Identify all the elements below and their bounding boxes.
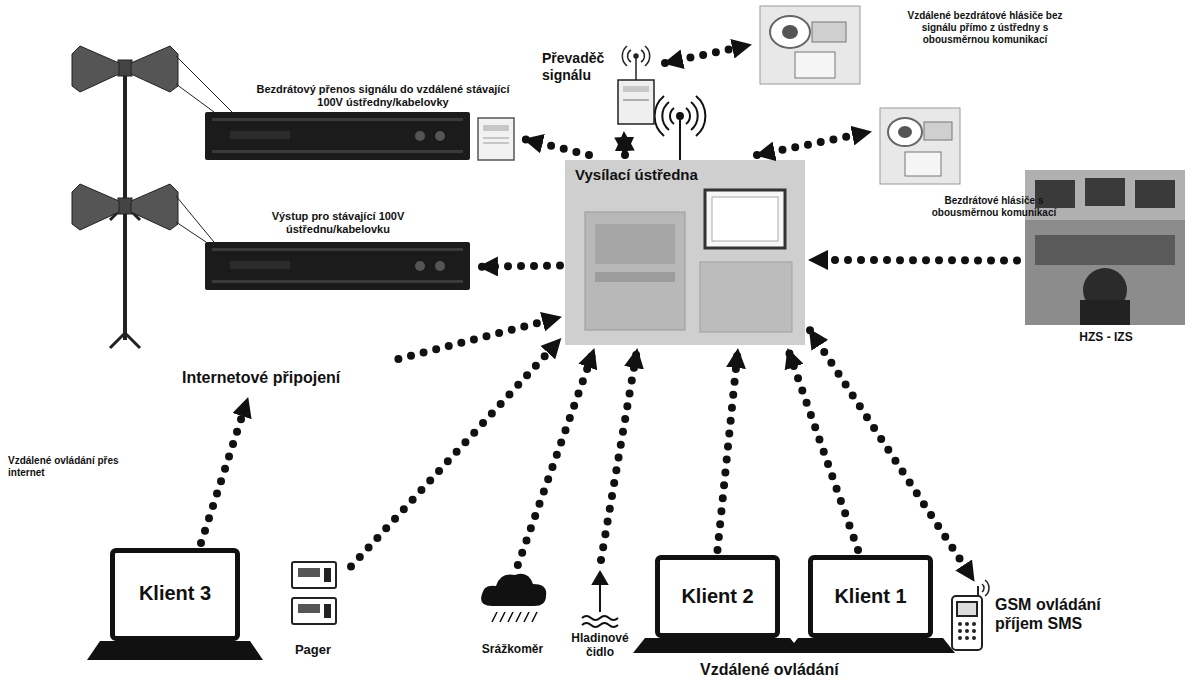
antenna-symbol xyxy=(655,96,706,160)
node-text-box: Převaděč signálu xyxy=(542,50,616,84)
rain-cloud-icon xyxy=(481,574,546,622)
node-label: Srážkoměr xyxy=(470,642,555,656)
pager: Pager xyxy=(282,556,346,662)
client-laptop: Klient 1 xyxy=(808,555,933,638)
dotted-arrow xyxy=(624,133,625,155)
node-text-box: Vysílací ústředna xyxy=(575,166,735,184)
client-laptop: Klient 3 xyxy=(110,548,240,641)
client-laptop: Klient 2 xyxy=(655,555,780,638)
dotted-arrow xyxy=(518,350,594,565)
node-label: Výstup pro stávající 100V ústřednu/kabel… xyxy=(238,210,438,236)
node-text-box: Hladinové čidlo xyxy=(565,631,635,660)
pager-icon xyxy=(292,562,336,624)
rain-gauge: Srážkoměr xyxy=(470,570,557,665)
node-text-box: Pager xyxy=(282,642,344,658)
node-label: Převaděč signálu xyxy=(542,50,616,84)
fire-rescue-service: HZS - IZS xyxy=(1022,168,1190,353)
node-text-box: Klient 3 xyxy=(119,581,231,605)
node-text-box: Bezdrátové hlásiče s obousměrnou komunik… xyxy=(923,195,1065,219)
central-unit-photo xyxy=(565,160,805,345)
node-text-box: Bezdrátový přenos signálu do vzdálené st… xyxy=(248,83,518,109)
note-label: Vzdálené ovládání přes internet xyxy=(8,455,153,479)
node-label: Bezdrátový přenos signálu do vzdálené st… xyxy=(248,83,518,109)
node-text-box: Srážkoměr xyxy=(470,642,555,656)
node-text-box: Klient 2 xyxy=(664,584,771,608)
node-label: Vzdálené bezdrátové hlásiče bez signálu … xyxy=(890,10,1080,46)
dotted-arrow xyxy=(480,265,560,266)
wireless-module xyxy=(478,118,514,160)
node-text-box: Vzdálené bezdrátové hlásiče bez signálu … xyxy=(890,10,1080,46)
siren-photo xyxy=(880,108,960,184)
node-text-box: Výstup pro stávající 100V ústřednu/kabel… xyxy=(238,210,438,236)
node-label: GSM ovládání příjem SMS xyxy=(995,595,1131,633)
node-label: HZS - IZS xyxy=(1026,330,1186,344)
dotted-arrow xyxy=(601,350,637,560)
water-level-icon xyxy=(582,572,618,627)
internet-connection: Internetové připojení xyxy=(178,364,410,394)
node-label: Bezdrátové hlásiče s obousměrnou komunik… xyxy=(923,195,1065,219)
dotted-arrow xyxy=(665,45,750,63)
dotted-arrow xyxy=(201,399,248,543)
loudspeaker-pole xyxy=(72,184,214,348)
node-text-box: HZS - IZS xyxy=(1026,330,1186,344)
wireless-link-amplifier: Bezdrátový přenos signálu do vzdálené st… xyxy=(200,82,520,164)
repeater: Převaděč signálu xyxy=(540,28,660,128)
dotted-arrow xyxy=(810,330,974,580)
rack-amplifier xyxy=(205,242,470,290)
phone-icon xyxy=(952,580,989,650)
control-room-photo xyxy=(1025,170,1185,325)
node-label: Klient 2 xyxy=(664,584,771,608)
water-level-sensor: Hladinové čidlo xyxy=(565,565,637,670)
node-label: Pager xyxy=(282,642,344,658)
node-label: Klient 1 xyxy=(817,584,924,608)
dotted-arrow xyxy=(757,132,870,155)
dotted-arrow xyxy=(718,350,738,550)
node-label: Internetové připojení xyxy=(182,368,408,387)
output-amplifier: Výstup pro stávající 100V ústřednu/kabel… xyxy=(200,208,475,292)
node-text-box: Internetové připojení xyxy=(182,368,408,387)
dotted-arrow xyxy=(351,339,560,566)
dotted-arrow xyxy=(525,139,589,155)
rack-amplifier xyxy=(205,112,470,160)
node-text-box: Klient 1 xyxy=(817,584,924,608)
caption-label: Vzdálené ovládání xyxy=(700,660,940,679)
node-label: Vysílací ústředna xyxy=(575,166,735,184)
dotted-arrow xyxy=(810,256,1017,265)
node-text-box: GSM ovládání příjem SMS xyxy=(995,595,1131,633)
remote-siren: Vzdálené bezdrátové hlásiče bez signálu … xyxy=(755,2,1100,88)
dotted-arrow xyxy=(398,317,560,359)
node-label: Klient 3 xyxy=(119,581,231,605)
node-label: Hladinové čidlo xyxy=(565,631,635,660)
siren-photo xyxy=(760,6,860,84)
laptop-base xyxy=(87,638,955,660)
gsm-control: GSM ovládání příjem SMS xyxy=(945,585,1135,657)
wireless-siren: Bezdrátové hlásiče s obousměrnou komunik… xyxy=(875,105,1070,240)
dotted-arrow xyxy=(788,350,858,550)
repeater-device xyxy=(618,46,654,124)
central-unit: Vysílací ústředna xyxy=(565,160,805,345)
